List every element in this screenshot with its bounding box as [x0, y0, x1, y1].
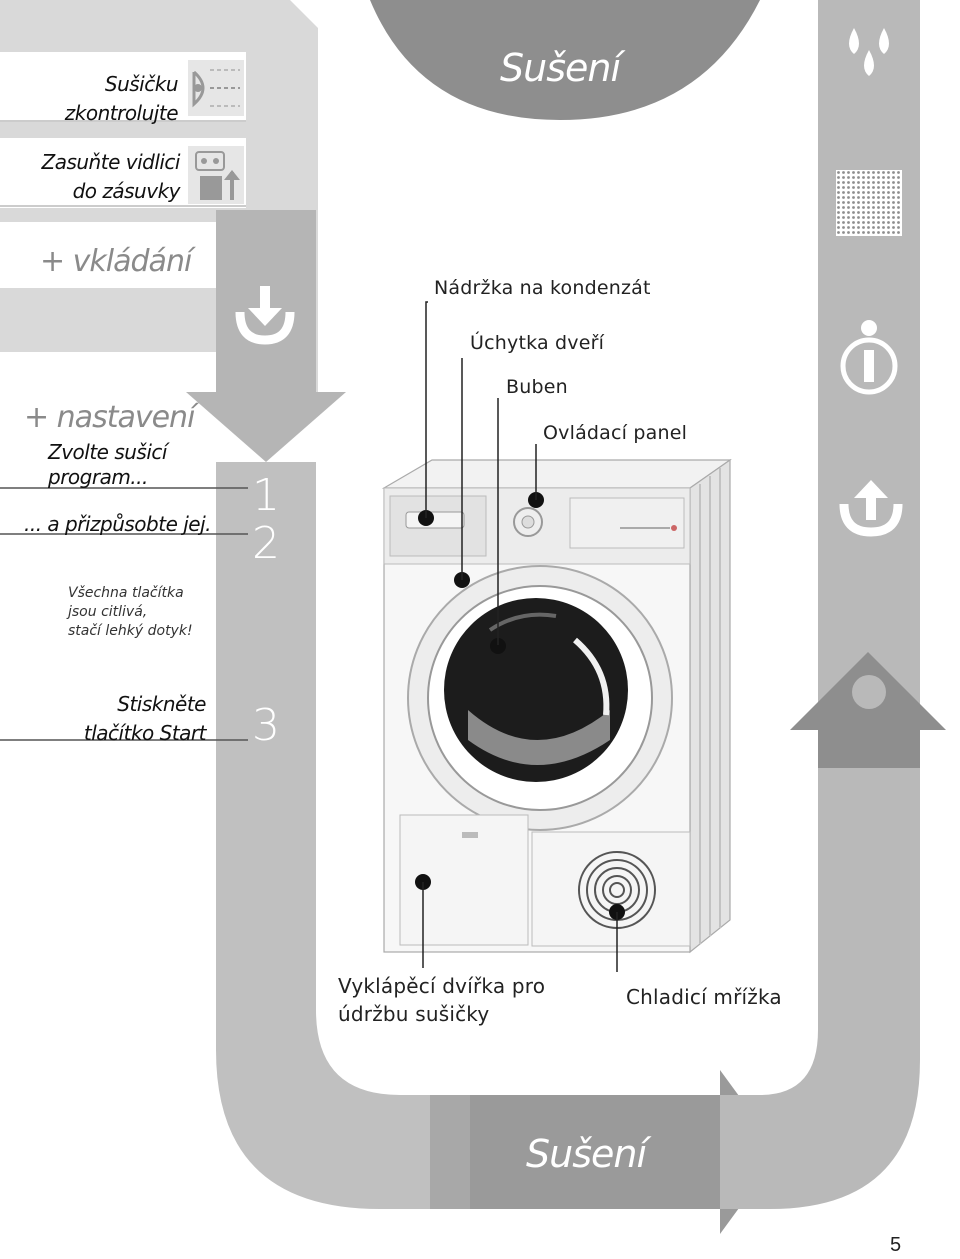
info-icon	[840, 320, 898, 395]
filter-mesh-icon	[836, 170, 902, 236]
maintenance-flap-label: Vyklápěcí dvířka pro údržbu sušičky	[338, 974, 546, 1026]
dryer-illustration	[381, 458, 732, 954]
plug-icon	[188, 146, 244, 204]
plug-in-label: Zasuňte vidlici do zásuvky	[41, 150, 181, 203]
step-number-3: 3	[252, 700, 280, 751]
page-number: 5	[890, 1234, 902, 1256]
drum-label: Buben	[506, 376, 568, 398]
load-arrow-icon	[235, 286, 295, 345]
cooling-grille-label: Chladicí mřížka	[626, 985, 782, 1009]
door-handle-label: Úchytka dveří	[470, 332, 605, 354]
water-drops-icon	[849, 28, 889, 76]
press-start-label: Stiskněte tlačítko Start	[83, 692, 207, 745]
choose-program-label: Zvolte sušicí program...	[48, 440, 167, 489]
adjust-label: ... a přizpůsobte jej.	[24, 512, 212, 536]
eye-check-icon	[188, 60, 244, 116]
settings-label: + nastavení	[24, 400, 195, 435]
touch-note: Všechna tlačítka jsou citlivá, stačí leh…	[68, 585, 193, 639]
control-panel-label: Ovládací panel	[543, 422, 688, 444]
step-number-1: 1	[252, 470, 280, 521]
condensate-tank-label: Nádržka na kondenzát	[434, 277, 651, 299]
header-title: Sušení	[500, 46, 621, 90]
loading-label: + vkládání	[40, 244, 192, 279]
unload-arrow-icon	[839, 480, 903, 537]
step-number-2: 2	[252, 518, 280, 569]
check-dryer-label: Sušičku zkontrolujte	[64, 72, 179, 125]
footer-title: Sušení	[526, 1132, 647, 1176]
